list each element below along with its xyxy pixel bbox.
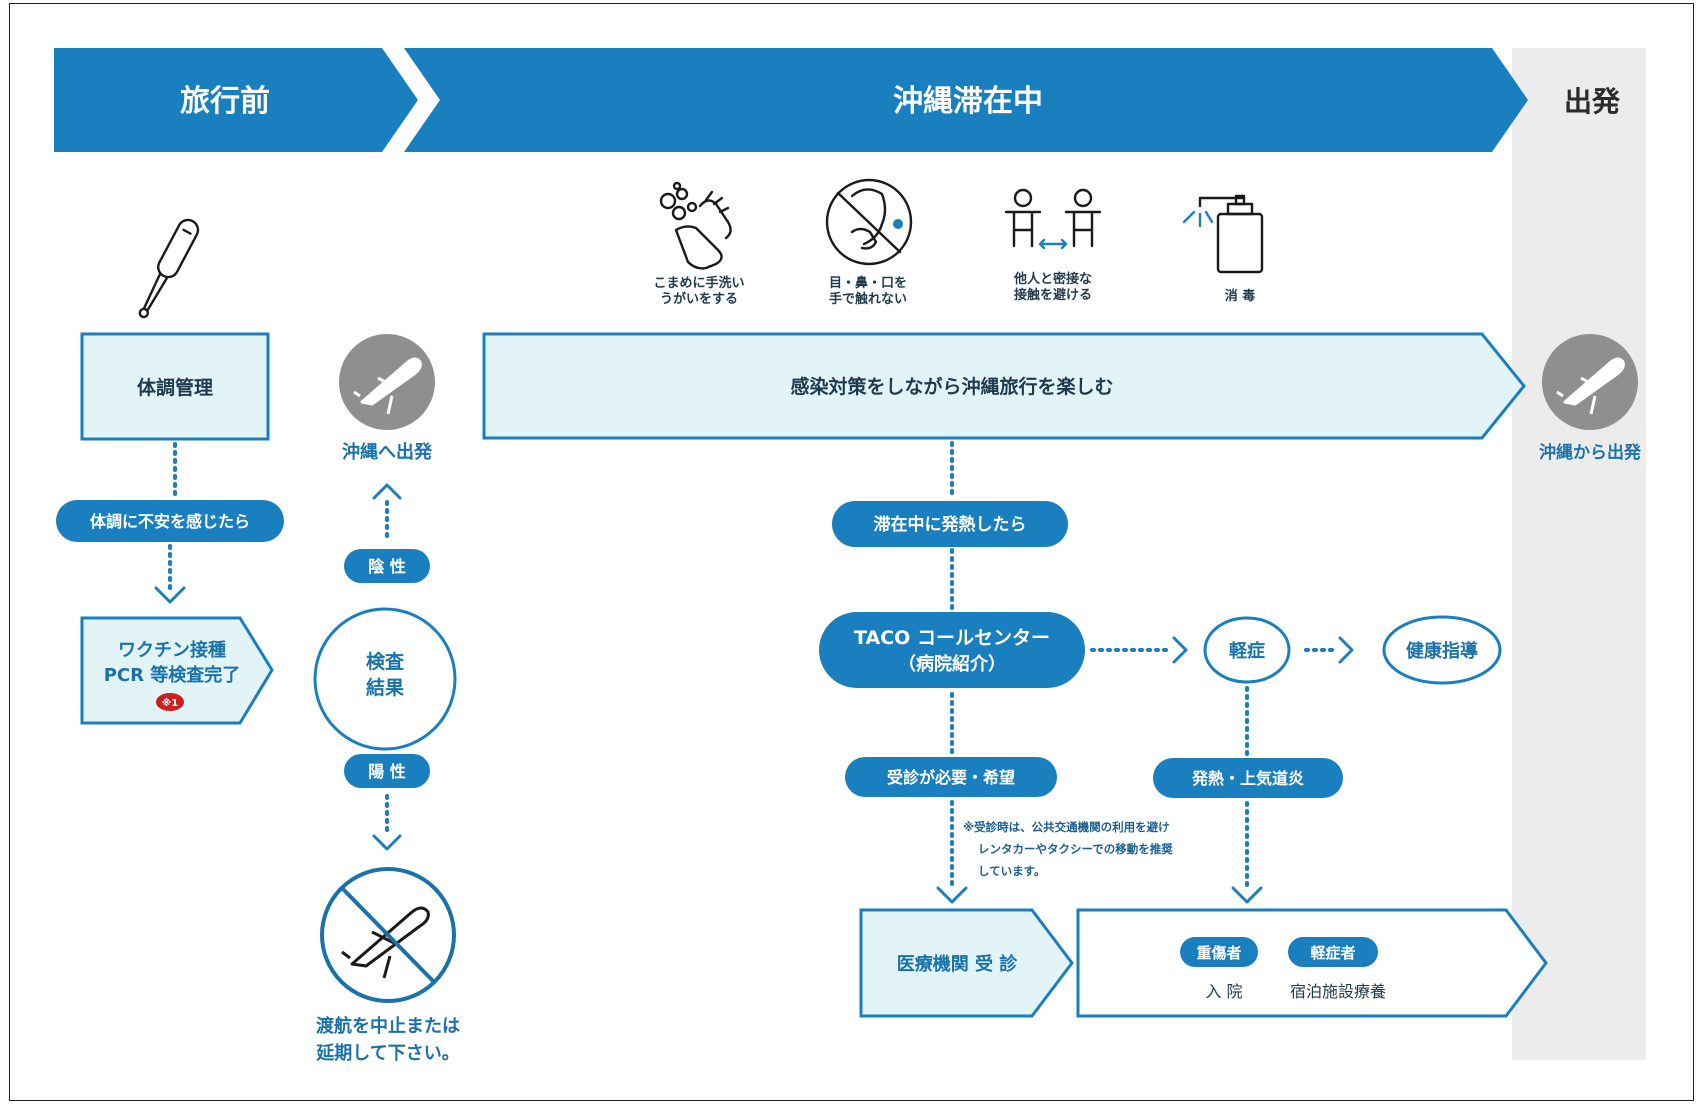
positive-pill: 陽 性 <box>344 754 430 788</box>
prevention-label-0a: こまめに手洗い <box>653 275 744 291</box>
test-result-label-1: 検査 <box>366 650 405 673</box>
medical-visit-label: 医療機関 受 診 <box>897 953 1019 975</box>
pcr-label: PCR 等検査完了 <box>104 664 241 686</box>
cancel-line-2: 延期して下さい。 <box>315 1043 459 1064</box>
enjoy-trip-banner: 感染対策をしながら沖縄旅行を楽しむ <box>482 332 1526 440</box>
phase-banner-departure: 出発 <box>1564 85 1621 118</box>
departure-column <box>1512 48 1646 1060</box>
positive-label: 陽 性 <box>368 762 406 781</box>
need-consult-label: 受診が必要・希望 <box>887 768 1015 787</box>
mild-patient-label: 軽症者 <box>1310 944 1355 962</box>
no-flight-icon <box>320 867 456 1003</box>
note-line-1: ※受診時は、公共交通機関の利用を避け <box>963 820 1170 834</box>
arrow-down-icon <box>154 586 186 604</box>
cancel-line-1: 渡航を中止または <box>316 1015 460 1037</box>
if-fever-label: 滞在中に発熱したら <box>874 514 1027 535</box>
arrow-down-icon <box>1231 886 1263 904</box>
health-guidance-label: 健康指導 <box>1406 640 1478 662</box>
health-check-box: 体調管理 <box>80 332 270 441</box>
mild-label: 軽症 <box>1229 640 1265 662</box>
phase-banner-before: 旅行前 <box>54 48 418 152</box>
disinfectant-spray-icon <box>1182 194 1264 274</box>
if-fever-pill: 滞在中に発熱したら <box>832 501 1068 547</box>
taco-label-2: （病院紹介） <box>898 653 1006 675</box>
depart-to-okinawa-label: 沖縄へ出発 <box>342 441 433 463</box>
enjoy-trip-label: 感染対策をしながら沖縄旅行を楽しむ <box>790 375 1113 398</box>
phase-departure-label: 出発 <box>1564 85 1621 118</box>
mild-patient-badge <box>1288 937 1378 967</box>
fever-symptoms-pill: 発熱・上気道炎 <box>1153 758 1343 798</box>
diagram-frame <box>9 3 1694 1101</box>
negative-pill: 陰 性 <box>344 549 430 583</box>
prevention-label-3: 消 毒 <box>1225 288 1256 304</box>
treatment-box: 重傷者 軽症者 入 院 宿泊施設療養 <box>1076 908 1548 1018</box>
severe-label: 重傷者 <box>1196 944 1241 962</box>
depart-from-okinawa-label: 沖縄から出発 <box>1539 442 1642 463</box>
health-guidance-ellipse: 健康指導 <box>1382 615 1502 685</box>
taco-call-center: TACO コールセンター （病院紹介） <box>819 612 1085 688</box>
note-line-3: しています。 <box>978 864 1046 878</box>
fever-symptoms-label: 発熱・上気道炎 <box>1191 769 1304 788</box>
health-check-label: 体調管理 <box>137 376 213 399</box>
if-unwell-label: 体調に不安を感じたら <box>90 512 250 531</box>
test-result-label-2: 結果 <box>366 676 404 699</box>
severe-badge <box>1180 937 1258 967</box>
medical-visit-box: 医療機関 受 診 <box>859 908 1074 1018</box>
if-unwell-pill: 体調に不安を感じたら <box>56 500 284 542</box>
note-badge-label: ※1 <box>162 697 179 709</box>
arrow-up-icon <box>372 483 402 500</box>
arrow-down-icon <box>372 834 402 851</box>
social-distance-icon <box>1004 188 1102 250</box>
phase-before-label: 旅行前 <box>180 84 270 119</box>
phase-banner-during: 沖縄滞在中 <box>404 48 1528 152</box>
need-consult-pill: 受診が必要・希望 <box>845 757 1057 797</box>
taco-label-1: TACO コールセンター <box>854 627 1050 649</box>
prevention-label-2a: 他人と密接な <box>1013 271 1092 287</box>
arrow-right-icon <box>1172 636 1188 664</box>
hospitalization-label: 入 院 <box>1205 982 1242 1001</box>
thermometer-icon <box>138 218 200 319</box>
plane-depart-icon <box>339 334 435 430</box>
test-result-circle: 検査 結果 <box>313 607 457 751</box>
mild-ellipse: 軽症 <box>1203 616 1291 684</box>
prevention-label-1a: 目・鼻・口を <box>829 275 907 291</box>
phase-during-label: 沖縄滞在中 <box>893 84 1043 119</box>
vaccine-label: ワクチン接種 <box>118 639 226 661</box>
arrow-down-icon <box>936 886 968 904</box>
handwashing-icon <box>659 181 732 270</box>
lodging-care-label: 宿泊施設療養 <box>1290 982 1386 1001</box>
prevention-label-1b: 手で触れない <box>829 291 907 307</box>
note-badge <box>156 693 184 711</box>
prevention-label-2b: 接触を避ける <box>1014 287 1092 303</box>
arrow-right-icon <box>1338 636 1354 664</box>
negative-label: 陰 性 <box>368 557 406 576</box>
no-face-touch-icon <box>825 178 913 266</box>
note-line-2: レンタカーやタクシーでの移動を推奨 <box>978 842 1173 856</box>
prevention-label-0b: うがいをする <box>660 291 738 307</box>
vaccine-pcr-box: ワクチン接種 PCR 等検査完了 ※1 <box>80 616 274 725</box>
plane-depart-okinawa-icon <box>1542 334 1638 430</box>
